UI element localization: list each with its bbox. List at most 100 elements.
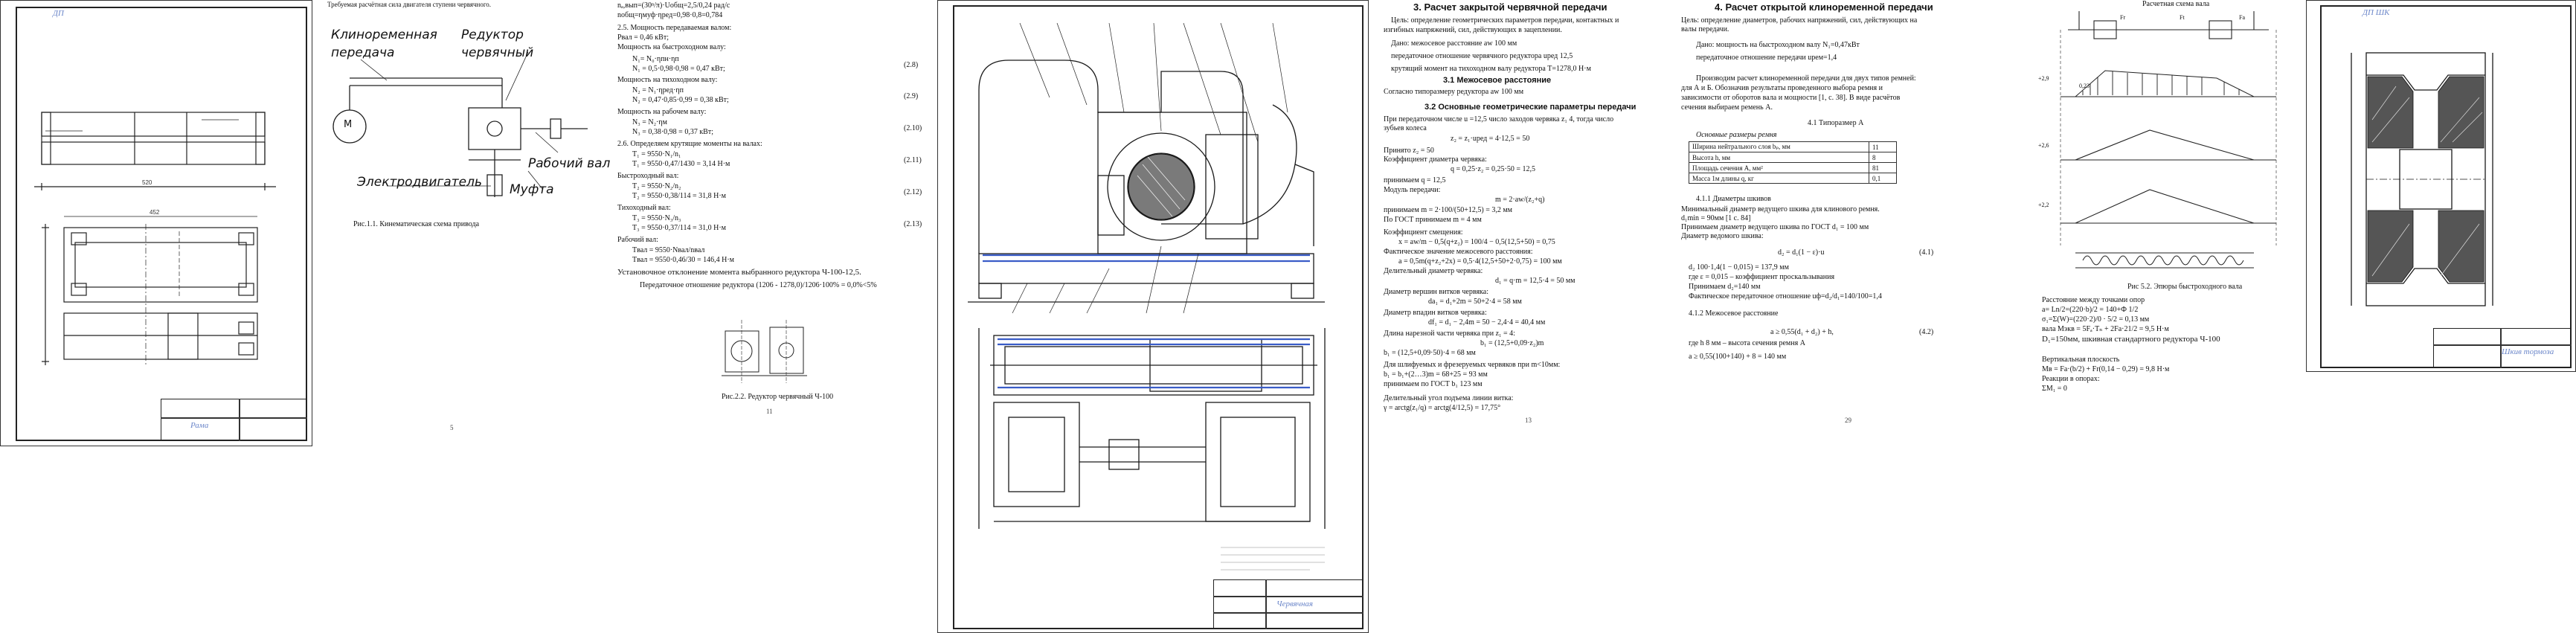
text-line: d₁min = 90мм [1 с. 84] xyxy=(1681,214,1751,222)
equation-number: (4.2) xyxy=(1919,328,1934,336)
text-line: b₁ = b₁+(2…3)m = 68+25 = 93 мм xyxy=(1384,370,1488,379)
text-line: T₃ = 9550·N₃/n₃ xyxy=(632,214,681,222)
equation-number: (4.1) xyxy=(1919,248,1934,257)
text-line: N₁ = 0,5·0,98·0,98 = 0,47 кВт; xyxy=(632,65,725,73)
text-line: Длина нарезной части червяка при z₁ = 4: xyxy=(1384,330,1515,338)
text-line: D₁=150мм, шкивная стандартного редуктора… xyxy=(2042,335,2220,344)
text-line: T₃ = 9550·0,37/114 = 31,0 Н·м xyxy=(632,224,726,232)
table-head: Основные размеры ремня xyxy=(1696,131,1777,139)
text-line: Делительный угол подъема линии витка: xyxy=(1384,394,1514,402)
table-cell: 81 xyxy=(1869,162,1897,173)
top-stamp: ДП xyxy=(53,9,64,18)
text-line: сечения выбираем ремень А. xyxy=(1681,103,1773,112)
text-line: N₂ = N₁·ηред·ηп xyxy=(632,86,684,94)
text-line: зубьев колеса xyxy=(1384,124,1427,132)
bottom-stamp: Рама xyxy=(190,421,209,430)
text-line: q = 0,25·z₂ = 0,25·50 = 12,5 xyxy=(1451,165,1536,173)
text-line: σ₁=Σ(W)=(220·2)/0 · 5/2 = 0,13 мм xyxy=(2042,315,2150,324)
sheet-assembly-drawing: Червячная xyxy=(937,0,1369,633)
text-line: Принимаем диаметр ведущего шкива по ГОСТ… xyxy=(1681,223,1869,231)
worm-subtitle-1: 3.1 Межосевое расстояние xyxy=(1443,76,1552,85)
text-line: b₁ = (12,5+0,09·z₂)m xyxy=(1480,339,1544,347)
page-number-11: 11 xyxy=(766,408,773,415)
text-line: Дано: мощность на быстроходном валу N₁=0… xyxy=(1696,41,1860,49)
table-cell: Ширина нейтрального слоя bₚ, мм xyxy=(1689,141,1869,152)
title-block-column xyxy=(239,399,240,441)
text-line: принимаем по ГОСТ b₁ 123 мм xyxy=(1384,380,1483,388)
table-cell: Площадь сечения A, мм² xyxy=(1689,162,1869,173)
text-line: Принято z₂ = 50 xyxy=(1384,147,1434,155)
text-line: Дано: межосевое расстояние aw 100 мм xyxy=(1391,39,1517,48)
text-line: для А и Б. Обозначив результаты проведен… xyxy=(1681,84,1883,92)
shaft-title: Расчетная схема вала xyxy=(2142,0,2210,8)
text-line: nₐ,вып=(30ⁿ/π)·Uобщ=2,5/0,24 рад/с xyxy=(617,1,730,10)
shaft-diagrams-svg xyxy=(2060,11,2277,269)
sheet-pulley-drawing: ДП ШК Шкив тормоза xyxy=(2306,0,2576,372)
page-number-29: 29 xyxy=(1845,417,1851,424)
text-line: d₂ 100·1,4(1 − 0,015) = 137,9 мм xyxy=(1689,263,1789,271)
bottom-stamp: Шкив тормоза xyxy=(2502,347,2554,356)
text-line: N₃ = 0,38·0,98 = 0,37 кВт; xyxy=(632,128,713,136)
text-line: b₁ = (12,5+0,09·50)·4 = 68 мм xyxy=(1384,349,1476,357)
text-line: a= Ln/2=(220·b)/2 = 140+Ф 1/2 xyxy=(2042,306,2139,314)
text-line: Мощность на рабочем валу: xyxy=(617,108,707,116)
page-number-5: 5 xyxy=(450,424,454,431)
text-line: Фактическое передаточное отношение uф=d₂… xyxy=(1689,292,1882,301)
text-line: принимаем q = 12,5 xyxy=(1384,176,1446,184)
text-line: Цель: определение диаметров, рабочих нап… xyxy=(1681,16,1918,25)
reducer-caption: Рис.2.2. Редуктор червячный Ч-100 xyxy=(722,393,834,401)
title-block-row xyxy=(2433,344,2572,346)
table-cell: Масса 1м длины q, кг xyxy=(1689,173,1869,184)
text-line: Установочное отклонение момента выбранно… xyxy=(617,268,861,277)
text-line: Модуль передачи: xyxy=(1384,186,1441,194)
sheet-kinematic: Требуемая расчётная сила двигателя ступе… xyxy=(320,0,937,446)
force-label: Fa xyxy=(2239,14,2245,21)
svg-text:452: 452 xyxy=(150,209,160,216)
top-stamp: ДП ШК xyxy=(2363,8,2390,17)
text-line: изгибных напряжений, сил, действующих в … xyxy=(1384,26,1562,34)
title-block-row xyxy=(1213,596,1364,597)
text-line: Tвал = 9550·0,46/30 = 146,4 Н·м xyxy=(632,256,734,264)
text-line: 4.1.2 Межосевое расстояние xyxy=(1689,309,1779,318)
text-line: вала Mэкв = 5Fₐ·Tₙ + 2Fa·21/2 = 9,5 Н·м xyxy=(2042,325,2169,333)
belt-subtitle-1: 4.1.1 Диаметры шкивов xyxy=(1696,195,1771,203)
text-line: da₁ = d₁+2m = 50+2·4 = 58 мм xyxy=(1428,298,1522,306)
text-line: Рабочий вал: xyxy=(617,236,658,244)
text-line: Согласно типоразмеру редуктора aw 100 мм xyxy=(1384,88,1524,96)
worm-title: 3. Расчет закрытой червячной передачи xyxy=(1413,1,1607,13)
belt-title: 4. Расчет открытой клиноременной передач… xyxy=(1715,1,1933,13)
text-line: 2.5. Мощность передаваемая валом: xyxy=(617,24,732,32)
assembly-drawing-svg xyxy=(968,22,1326,571)
text-line: где h 8 мм – высота сечения ремня А xyxy=(1689,339,1805,347)
pulley-drawing-svg xyxy=(2351,52,2493,306)
text-line: При передаточном числе u =12,5 число зах… xyxy=(1384,115,1614,123)
diagram-label: +2,2 xyxy=(2038,202,2049,208)
force-label: Ft xyxy=(2180,14,2185,21)
text-line: Диаметр ведомого шкива: xyxy=(1681,232,1764,240)
text-line: валы передачи. xyxy=(1681,25,1729,33)
text-line: T₁ = 9550·0,47/1430 = 3,14 Н·м xyxy=(632,160,730,168)
equation-number: (2.12) xyxy=(904,188,922,196)
drawing-frame xyxy=(953,5,1364,629)
text-line: N₃ = N₂·ηм xyxy=(632,118,667,126)
text-line: Вертикальная плоскость xyxy=(2042,356,2120,364)
text-line: Коэффициент диаметра червяка: xyxy=(1384,155,1487,164)
coupling-label: Муфта xyxy=(510,182,554,197)
text-line: nобщ=ηмуф·ηред=0,98·0,8=0,784 xyxy=(617,11,723,19)
text-line: передаточное отношение передачи uрем=1,4 xyxy=(1696,54,1837,62)
text-line: Фактическое значение межосевого расстоян… xyxy=(1384,248,1533,256)
text-line: Быстроходный вал: xyxy=(617,172,679,180)
diagram-label: +2,9 xyxy=(2038,75,2049,82)
text-line: d₂ = d₁(1 − ε)·u xyxy=(1778,248,1825,257)
svg-text:520: 520 xyxy=(142,179,152,186)
motor-label: Электродвигатель xyxy=(357,175,482,190)
text-line: Принимаем d₂=140 мм xyxy=(1689,283,1761,291)
text-line: Для шлифуемых и фрезеруемых червяков при… xyxy=(1384,361,1561,369)
table-cell: 0,1 xyxy=(1869,173,1897,184)
diagram-label: 0,23 xyxy=(2079,83,2090,89)
title-block-row xyxy=(1213,612,1364,614)
text-line: Делительный диаметр червяка: xyxy=(1384,267,1483,275)
sheet-frame-drawing: ДП xyxy=(0,0,312,446)
text-line: a ≥ 0,55(d₁ + d₂) + h, xyxy=(1770,328,1834,336)
equation-number: (2.11) xyxy=(904,156,922,164)
